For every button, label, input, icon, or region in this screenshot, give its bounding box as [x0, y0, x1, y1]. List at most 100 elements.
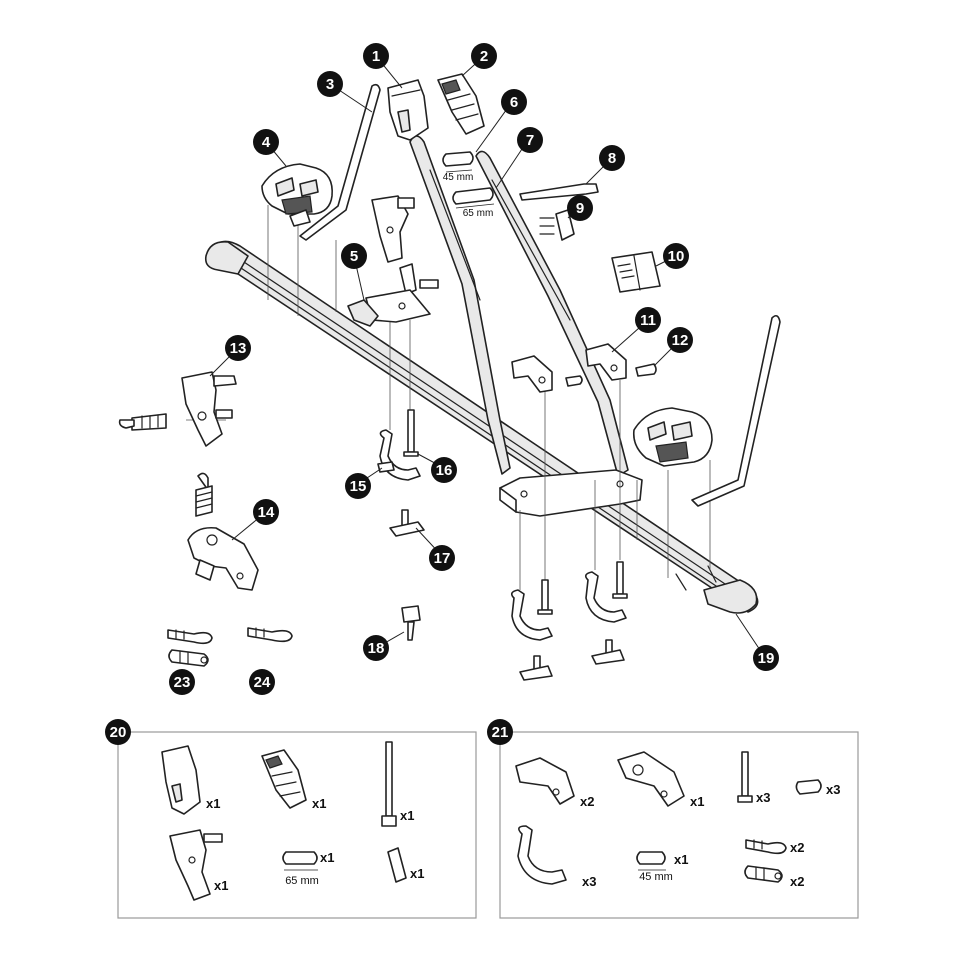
svg-text:18: 18	[368, 640, 385, 657]
kit20-clip-qty: x1	[410, 866, 424, 881]
kit20-arm-top-grip	[261, 749, 307, 809]
kit20-bracket-qty: x1	[214, 878, 228, 893]
svg-text:16: 16	[436, 462, 453, 479]
callout-3: 3	[317, 71, 343, 97]
kit20-arm-top-qty: x1	[206, 796, 220, 811]
callout-8: 8	[599, 145, 625, 171]
kit20-spacer-label: 65 mm	[285, 875, 319, 887]
svg-text:7: 7	[526, 132, 534, 149]
kit20-bracket	[169, 829, 223, 901]
callout-7: 7	[517, 127, 543, 153]
part-screw-16	[403, 409, 419, 457]
part-uclamp-right-b	[584, 571, 627, 623]
svg-text:10: 10	[668, 248, 685, 265]
callout-18: 18	[363, 635, 389, 661]
svg-text:4: 4	[262, 134, 271, 151]
svg-text:12: 12	[672, 332, 689, 349]
callout-9: 9	[567, 195, 593, 221]
part-spacer-65: 65 mm	[452, 187, 495, 219]
kit21-ubolt	[517, 825, 567, 885]
svg-text:19: 19	[758, 650, 775, 667]
part-bolt-long	[519, 183, 599, 201]
kit21-lock-qty: x2	[790, 874, 804, 889]
svg-text:17: 17	[434, 550, 451, 567]
kit20-spacer: 65 mm	[282, 851, 319, 887]
callout-12: 12	[667, 327, 693, 353]
part-holder-small-right	[585, 343, 627, 381]
callout-4: 4	[253, 129, 279, 155]
main-tube	[204, 240, 759, 614]
callout-5: 5	[341, 243, 367, 269]
part-key-18	[401, 605, 421, 641]
part-clamp-14	[187, 472, 259, 591]
svg-text:5: 5	[350, 248, 358, 265]
kit21-holder-qty: x2	[580, 794, 594, 809]
part-plug	[565, 363, 657, 387]
part-rod-left	[299, 83, 381, 241]
part-tbolt-right-b	[591, 639, 625, 665]
part-arm-top-grip	[437, 73, 485, 135]
kit20-spacer-qty: x1	[320, 850, 334, 865]
kit21-screw-qty: x3	[756, 790, 770, 805]
callout-6: 6	[501, 89, 527, 115]
part-key-lock-23	[167, 629, 213, 667]
kit21-spacer: 45 mm	[636, 851, 673, 883]
svg-text:2: 2	[480, 48, 488, 65]
part-arm-top	[387, 79, 429, 141]
callout-13: 13	[225, 335, 251, 361]
kit21-lock	[744, 865, 783, 883]
spacer-45-label: 45 mm	[443, 172, 474, 183]
callout-21: 21	[487, 719, 513, 745]
kit21-holder-big-qty: x1	[690, 794, 704, 809]
svg-text:8: 8	[608, 150, 616, 167]
svg-text:13: 13	[230, 340, 247, 357]
kit21-screw	[737, 751, 753, 803]
kit21-plug	[795, 779, 822, 795]
callout-10: 10	[663, 243, 689, 269]
callout-23: 23	[169, 669, 195, 695]
svg-text:15: 15	[350, 478, 367, 495]
part-tbolt-17	[389, 509, 425, 537]
callout-2: 2	[471, 43, 497, 69]
svg-text:9: 9	[576, 200, 584, 217]
part-screw-right-a	[537, 579, 553, 615]
assembly-guides	[186, 205, 711, 590]
part-holder-small-mid	[511, 355, 553, 393]
svg-text:24: 24	[254, 674, 271, 691]
part-sticker	[611, 251, 661, 293]
part-screw-right-b	[612, 561, 628, 599]
svg-text:20: 20	[110, 724, 127, 741]
svg-text:11: 11	[640, 312, 656, 329]
part-key-24	[247, 627, 293, 643]
svg-text:23: 23	[174, 674, 191, 691]
kit21-holder	[515, 757, 575, 805]
base-plate	[499, 469, 643, 517]
callout-1: 1	[363, 43, 389, 69]
part-clip	[539, 209, 575, 241]
kit-21-box: 21 x2 x1 x3 x3 x3 45 mm x1	[487, 719, 859, 919]
svg-text:14: 14	[258, 504, 275, 521]
part-tbolt-right-a	[519, 655, 553, 681]
part-wheel-holder-left	[261, 163, 333, 227]
kit20-arm-top-grip-qty: x1	[312, 796, 326, 811]
part-wheel-holder-right	[632, 407, 713, 467]
callout-17: 17	[429, 545, 455, 571]
kit21-spacer-label: 45 mm	[639, 871, 673, 883]
part-bracket-mid	[347, 195, 439, 327]
callout-24: 24	[249, 669, 275, 695]
part-bracket-13	[118, 371, 237, 447]
downtube-arm-right	[475, 150, 629, 477]
kit21-plug-qty: x3	[826, 782, 840, 797]
spacer-65-label: 65 mm	[463, 208, 494, 219]
callout-16: 16	[431, 457, 457, 483]
kit21-key	[745, 839, 787, 855]
svg-text:1: 1	[372, 48, 380, 65]
svg-text:3: 3	[326, 76, 334, 93]
svg-text:21: 21	[492, 724, 509, 741]
part-rod-right	[691, 314, 781, 507]
svg-text:6: 6	[510, 94, 518, 111]
kit21-key-qty: x2	[790, 840, 804, 855]
part-spacer-45: 45 mm	[442, 151, 474, 183]
callout-19: 19	[753, 645, 779, 671]
